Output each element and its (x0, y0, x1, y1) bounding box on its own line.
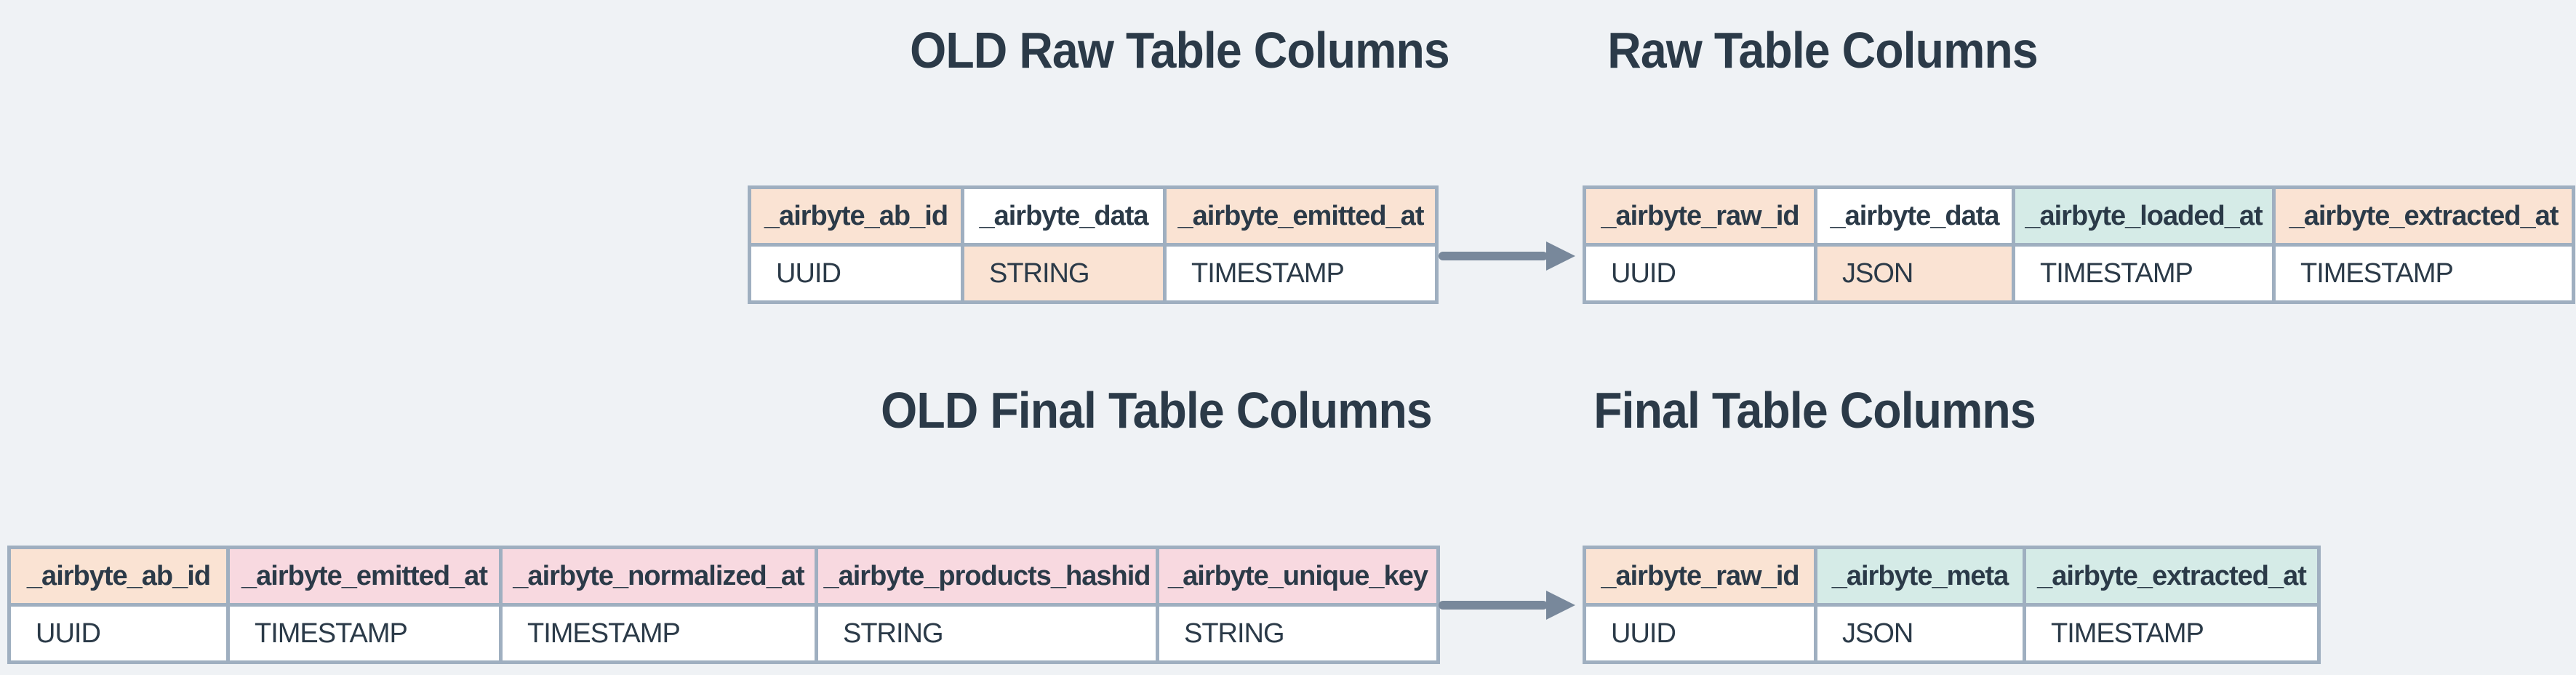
column-header-_airbyte_meta: _airbyte_meta (1814, 549, 2023, 603)
old-final-table: _airbyte_ab_id_airbyte_emitted_at_airbyt… (7, 546, 1440, 664)
header-row: _airbyte_raw_id_airbyte_data_airbyte_loa… (1586, 189, 2572, 247)
column-header-_airbyte_ab_id: _airbyte_ab_id (751, 189, 961, 243)
column-type-_airbyte_normalized_at: TIMESTAMP (499, 607, 815, 660)
column-type-_airbyte_data: JSON (1814, 247, 2012, 300)
arrow-shaft (1439, 252, 1548, 260)
old-raw-table: _airbyte_ab_id_airbyte_data_airbyte_emit… (748, 185, 1439, 304)
title-old-raw-table-columns: OLD Raw Table Columns (910, 22, 1450, 79)
header-row: _airbyte_ab_id_airbyte_data_airbyte_emit… (751, 189, 1435, 247)
raw-tables-arrow (1439, 241, 1575, 271)
raw-table: _airbyte_raw_id_airbyte_data_airbyte_loa… (1583, 185, 2575, 304)
column-type-_airbyte_emitted_at: TIMESTAMP (1163, 247, 1435, 300)
column-type-_airbyte_raw_id: UUID (1586, 607, 1814, 660)
column-header-_airbyte_normalized_at: _airbyte_normalized_at (499, 549, 815, 603)
column-type-_airbyte_products_hashid: STRING (815, 607, 1156, 660)
title-raw-table-columns: Raw Table Columns (1607, 22, 2038, 79)
header-row: _airbyte_raw_id_airbyte_meta_airbyte_ext… (1586, 549, 2317, 607)
arrow-right-icon (1546, 591, 1575, 620)
column-type-_airbyte_ab_id: UUID (11, 607, 226, 660)
final-table: _airbyte_raw_id_airbyte_meta_airbyte_ext… (1583, 546, 2321, 664)
column-header-_airbyte_loaded_at: _airbyte_loaded_at (2012, 189, 2272, 243)
column-header-_airbyte_data: _airbyte_data (1814, 189, 2012, 243)
column-type-_airbyte_unique_key: STRING (1156, 607, 1436, 660)
arrow-right-icon (1546, 241, 1575, 271)
column-type-_airbyte_extracted_at: TIMESTAMP (2272, 247, 2572, 300)
column-header-_airbyte_products_hashid: _airbyte_products_hashid (815, 549, 1156, 603)
final-tables-arrow (1439, 591, 1575, 620)
column-header-_airbyte_raw_id: _airbyte_raw_id (1586, 549, 1814, 603)
column-type-_airbyte_loaded_at: TIMESTAMP (2012, 247, 2272, 300)
column-header-_airbyte_extracted_at: _airbyte_extracted_at (2023, 549, 2317, 603)
column-type-_airbyte_raw_id: UUID (1586, 247, 1814, 300)
column-type-_airbyte_data: STRING (961, 247, 1163, 300)
arrow-shaft (1439, 601, 1548, 610)
column-header-_airbyte_emitted_at: _airbyte_emitted_at (1163, 189, 1435, 243)
header-row: _airbyte_ab_id_airbyte_emitted_at_airbyt… (11, 549, 1436, 607)
title-old-final-table-columns: OLD Final Table Columns (881, 382, 1433, 439)
column-type-_airbyte_meta: JSON (1814, 607, 2023, 660)
column-header-_airbyte_ab_id: _airbyte_ab_id (11, 549, 226, 603)
column-header-_airbyte_unique_key: _airbyte_unique_key (1156, 549, 1436, 603)
column-type-_airbyte_extracted_at: TIMESTAMP (2023, 607, 2317, 660)
column-header-_airbyte_data: _airbyte_data (961, 189, 1163, 243)
column-header-_airbyte_emitted_at: _airbyte_emitted_at (226, 549, 499, 603)
column-type-_airbyte_ab_id: UUID (751, 247, 961, 300)
column-header-_airbyte_raw_id: _airbyte_raw_id (1586, 189, 1814, 243)
column-type-_airbyte_emitted_at: TIMESTAMP (226, 607, 499, 660)
title-final-table-columns: Final Table Columns (1593, 382, 2036, 439)
column-header-_airbyte_extracted_at: _airbyte_extracted_at (2272, 189, 2572, 243)
